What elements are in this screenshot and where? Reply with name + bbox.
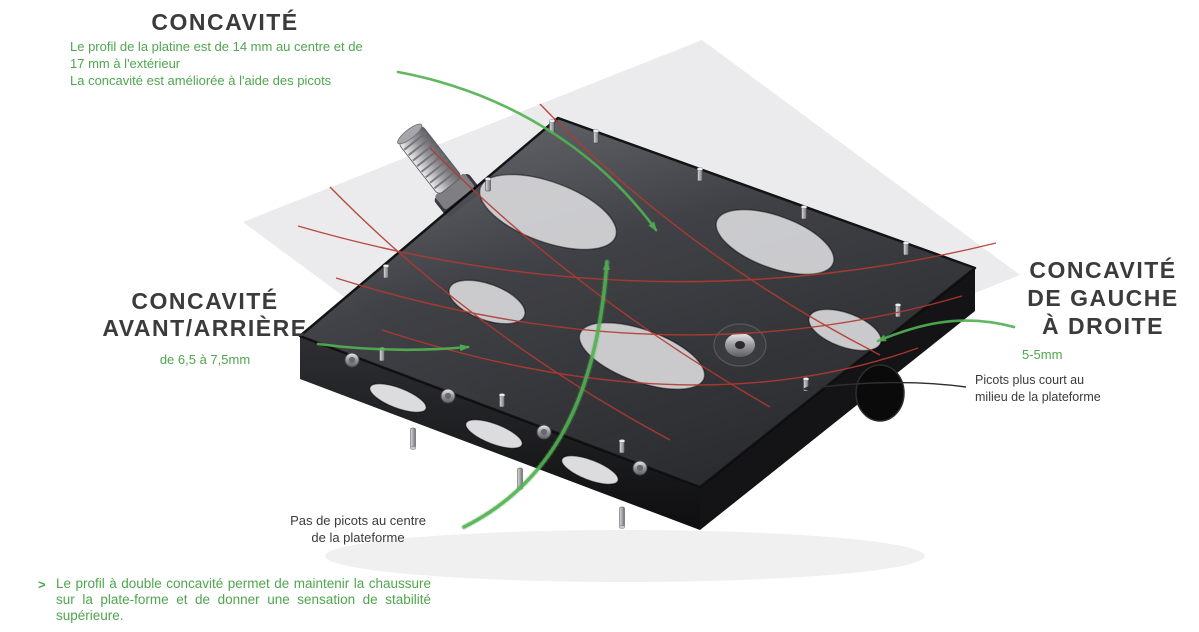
callout-picots-courts-line1: Picots plus court au	[975, 373, 1085, 387]
callout-gauche-droite-title-line2: DE GAUCHE	[1027, 285, 1179, 311]
callout-picots-courts: Picots plus court au milieu de la platef…	[975, 372, 1101, 406]
footer-note-bullet: >	[38, 577, 46, 592]
pedal-hub	[713, 323, 767, 367]
callout-gauche-droite-title: CONCAVITÉ DE GAUCHE À DROITE	[1018, 256, 1188, 340]
callout-pas-picots-line2: de la plateforme	[311, 530, 405, 545]
red-profile-grid	[297, 103, 997, 441]
callout-concavite-title: CONCAVITÉ	[151, 9, 299, 35]
black-arrow-picots-courts	[802, 381, 967, 392]
callout-concavite-desc-line3: La concavité est améliorée à l'aide des …	[70, 73, 332, 88]
callout-pas-picots-line1: Pas de picots au centre	[290, 513, 426, 528]
footer-note-text: Le profil à double concavité permet de m…	[56, 576, 431, 623]
callout-pas-picots: Pas de picots au centre de la plateforme	[278, 512, 438, 546]
green-arrow-pas-picots-texture	[461, 259, 610, 530]
green-arrow-avant-arriere	[316, 342, 470, 352]
callout-avant-arriere-title-line2: AVANT/ARRIÈRE	[102, 315, 308, 341]
callout-gauche-droite-title-line1: CONCAVITÉ	[1029, 257, 1177, 283]
green-arrow-gauche-droite	[876, 319, 1016, 343]
pedal-shadow	[325, 530, 925, 582]
callout-concavite-desc: Le profil de la platine est de 14 mm au …	[70, 38, 363, 89]
callout-concavite-desc-line2: 17 mm à l'extérieur	[70, 56, 181, 71]
callout-avant-arriere-title-line1: CONCAVITÉ	[131, 288, 279, 314]
callout-concavite-desc-line1: Le profil de la platine est de 14 mm au …	[70, 39, 363, 54]
callout-picots-courts-line2: milieu de la plateforme	[975, 390, 1101, 404]
green-arrow-concavite	[396, 70, 658, 232]
callout-avant-arriere-value: de 6,5 à 7,5mm	[159, 352, 251, 367]
green-arrow-pas-picots	[462, 260, 610, 529]
callout-gauche-droite-title-line3: À DROITE	[1042, 313, 1164, 339]
callout-gauche-droite-value: 5-5mm	[1022, 347, 1063, 362]
callout-avant-arriere-title: CONCAVITÉ AVANT/ARRIÈRE	[95, 288, 315, 342]
